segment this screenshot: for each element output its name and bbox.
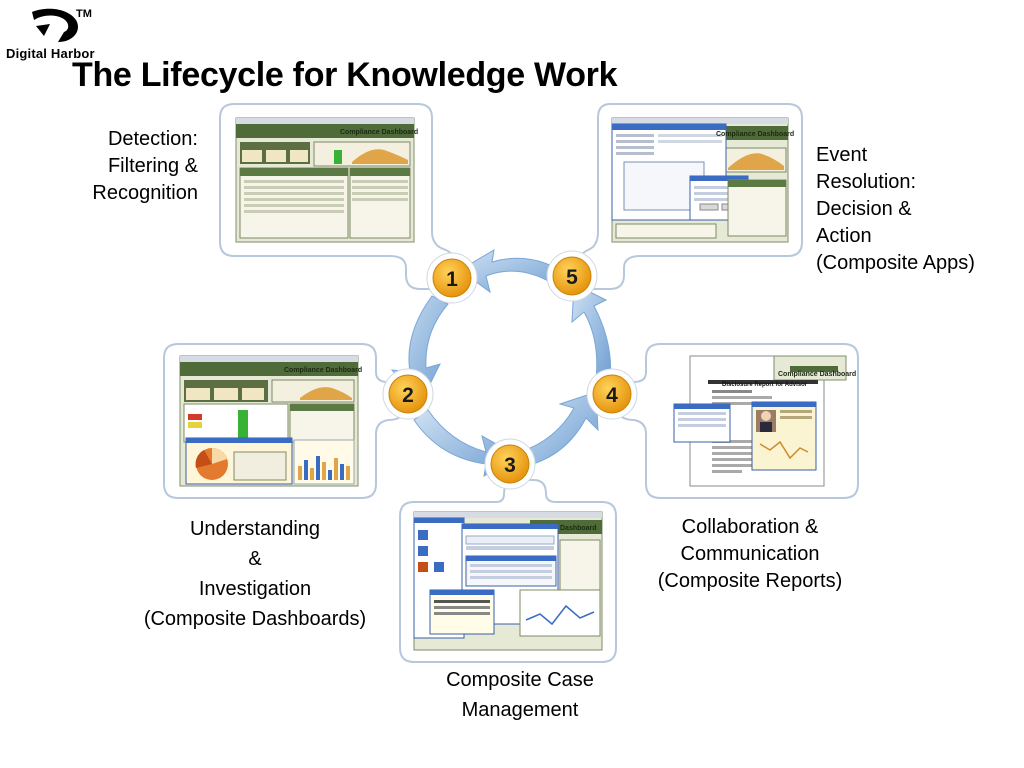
badge-number-1: 1 — [446, 268, 458, 291]
step-1-line: Recognition — [92, 182, 198, 204]
step-2-line: (Composite Dashboards) — [143, 608, 367, 630]
thumbnail-app-5 — [611, 117, 789, 243]
thumbnail-dashboard-2 — [179, 355, 359, 487]
thumbnail-case-3 — [413, 511, 603, 651]
thumbnail-title-1: Compliance Dashboard — [340, 129, 418, 136]
step-3-line: Composite Case — [446, 669, 594, 691]
step-2-label: Understanding & Investigation (Composite… — [110, 514, 400, 634]
arrow-3-to-4 — [519, 391, 599, 467]
step-5-line: Event — [816, 144, 868, 166]
page-title: The Lifecycle for Knowledge Work — [72, 56, 618, 94]
digital-harbor-logo: TM Digital Harbor — [4, 4, 114, 62]
logo-name: Digital Harbor — [6, 46, 95, 61]
step-2-line: & — [248, 548, 262, 570]
step-3-label: Composite Case Management — [410, 665, 630, 725]
badge-number-3: 3 — [504, 454, 516, 477]
step-1-line: Detection: — [107, 128, 198, 150]
step-4-line: Collaboration & — [681, 516, 819, 538]
harbor-logo-icon — [32, 8, 78, 43]
badge-number-2: 2 — [402, 384, 414, 407]
step-2-line: Investigation — [198, 578, 312, 600]
step-2-line: Understanding — [189, 518, 321, 540]
step-5-line: (Composite Apps) — [816, 252, 975, 274]
step-5-label: Event Resolution: Decision & Action (Com… — [816, 142, 975, 277]
thumbnail-title-5: Compliance Dashboard — [716, 131, 794, 138]
report-heading: Disclosure Report for Advisor — [722, 382, 808, 388]
badge-4 — [586, 368, 638, 420]
thumbnail-title-3: Dashboard — [560, 525, 597, 532]
badge-3 — [484, 438, 536, 490]
trademark-mark: TM — [76, 8, 92, 20]
step-4-line: (Composite Reports) — [657, 570, 843, 592]
step-4-line: Communication — [680, 543, 820, 565]
badge-number-5: 5 — [566, 266, 578, 289]
step-5-line: Resolution: — [816, 171, 917, 193]
step-5-line: Action — [816, 225, 872, 247]
step-1-label: Detection: Filtering & Recognition — [66, 126, 198, 207]
arrow-5-to-1 — [459, 249, 571, 294]
step-4-label: Collaboration & Communication (Composite… — [630, 514, 870, 595]
thumbnail-report-4 — [673, 355, 847, 487]
badge-number-4: 4 — [606, 384, 618, 407]
badge-1 — [426, 252, 478, 304]
step-5-line: Decision & — [816, 198, 912, 220]
badge-5 — [546, 250, 598, 302]
step-1-line: Filtering & — [107, 155, 198, 177]
badge-2 — [382, 368, 434, 420]
step-3-line: Management — [461, 699, 579, 721]
thumbnail-title-2: Compliance Dashboard — [284, 367, 362, 374]
thumbnail-dashboard-1 — [235, 117, 415, 243]
step-badges — [382, 250, 638, 490]
thumbnail-title-4: Compliance Dashboard — [778, 371, 856, 378]
